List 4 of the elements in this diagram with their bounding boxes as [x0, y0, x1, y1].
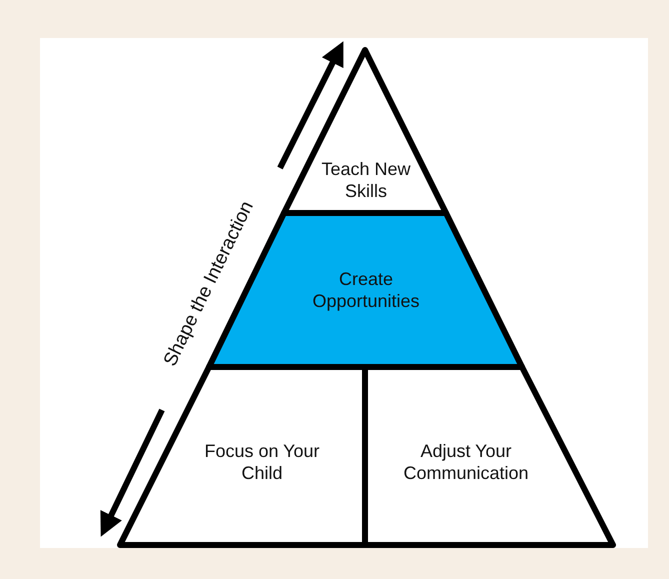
section-label: Focus on Your Child — [198, 440, 326, 484]
section-label: Teach New Skills — [316, 158, 416, 202]
section-label: Create Opportunities — [291, 268, 441, 312]
section-label: Adjust Your Communication — [376, 440, 556, 484]
